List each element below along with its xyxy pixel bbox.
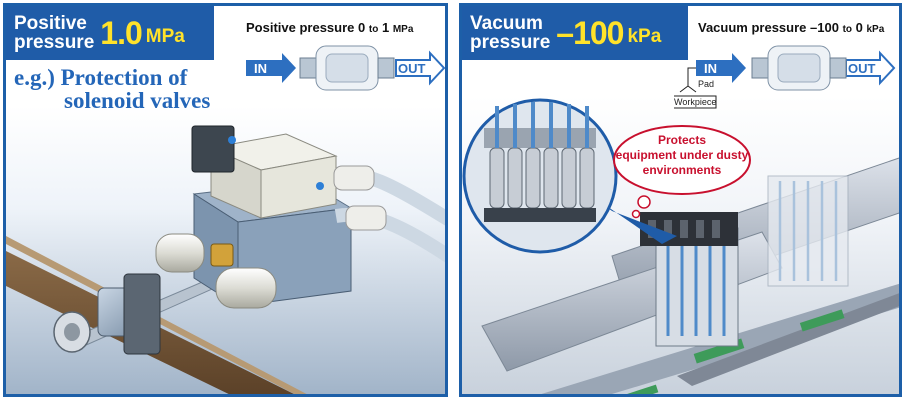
example-line-1: e.g.) Protection of [14,65,188,90]
range-unit: MPa [392,24,414,35]
range-to-word: to [842,24,853,35]
title-value: –100 [556,14,624,51]
example-line-2: solenoid valves [64,88,211,113]
suction-tubes-back [778,181,838,281]
in-label: IN [704,61,717,76]
elbow-fitting-1 [333,165,375,191]
range-prefix: Vacuum pressure [698,20,807,35]
range-to-word: to [368,24,379,35]
callout-bubble [613,125,751,195]
solenoid-valve-side [260,155,337,219]
workpiece-label: Workpiece [674,97,716,107]
range-from: 0 [358,20,366,35]
filter-unit-icon [299,45,395,91]
pad-symbol [679,67,697,93]
pcb-board-3 [621,384,659,394]
cylinder-mount [123,273,161,355]
out-arrow [395,50,445,86]
range-unit: kPa [866,24,885,35]
pad-label: Pad [698,79,714,89]
in-label: IN [254,61,267,76]
title-word-2: pressure [470,32,551,53]
silencer-2 [215,267,277,309]
rod-end-hole [64,323,80,341]
in-arrow [696,53,746,83]
indicator-blue-2 [316,182,324,190]
suction-tubes-front [666,246,726,336]
pcb-board-2 [799,309,845,332]
solenoid-coil [191,125,235,173]
callout-dot-1 [637,195,651,209]
brass-fitting [210,243,234,267]
positive-pressure-panel: IN OUT Positive pressure 1.0 MPa Positiv… [3,3,448,397]
title-word-1: Vacuum [470,13,543,34]
callout-line-3: environments [643,163,722,177]
workpiece-box [674,95,717,109]
solenoid-valve-illustration [6,106,445,394]
title-word-2: pressure [14,32,95,53]
pressure-range: Vacuum pressure –100 to 0 kPa [698,20,884,35]
title-badge: Vacuum pressure –100 kPa [462,6,688,60]
zoom-detail [484,102,596,222]
range-to: 0 [855,20,863,35]
range-from: –100 [810,20,839,35]
range-to: 1 [381,20,390,35]
out-label: OUT [848,61,876,76]
callout-dot-2 [631,209,641,219]
title-badge: Positive pressure 1.0 MPa [6,6,214,60]
out-arrow [845,50,896,86]
silencer-1 [155,233,205,273]
vacuum-equipment-illustration: Protects equipment under dusty environme… [462,96,899,394]
indicator-blue [228,136,236,144]
title-unit: MPa [145,26,185,47]
title-unit: kPa [627,26,662,47]
in-arrow [246,53,296,83]
pressure-range: Positive pressure 0 to 1 MPa [246,20,413,35]
flow-diagram: IN OUT [246,45,445,91]
callout-line-2: equipment under dusty [616,148,749,162]
zoom-pointer [592,196,677,244]
elbow-fitting-2 [345,205,387,231]
callout-line-1: Protects [658,133,706,147]
vacuum-pressure-panel: Protects equipment under dusty environme… [459,3,902,397]
example-caption: e.g.) Protection of solenoid valves [14,66,210,112]
title-word-1: Positive [14,13,87,34]
filter-unit-icon [751,45,847,91]
range-prefix: Positive pressure [246,20,355,35]
title-value: 1.0 [100,14,142,51]
flow-diagram: OUT IN Pad Workpiece [674,45,896,109]
out-label: OUT [398,61,426,76]
